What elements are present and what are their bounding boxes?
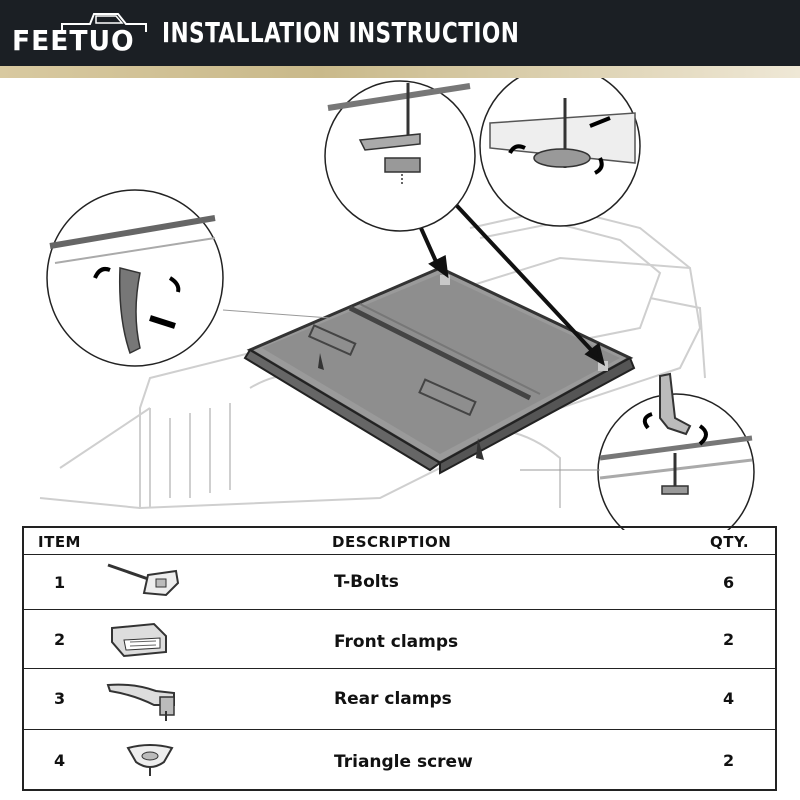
truck-outline bbox=[39, 206, 706, 510]
triangle-screw-icon bbox=[126, 744, 174, 776]
callout-bottom-right bbox=[520, 393, 755, 530]
installation-illustration bbox=[39, 78, 755, 530]
table-row: 1 T-Bolts 6 bbox=[24, 554, 775, 610]
item-number: 2 bbox=[54, 630, 66, 649]
item-number: 3 bbox=[54, 689, 66, 708]
callout-left bbox=[46, 189, 331, 367]
header-accent-band bbox=[0, 66, 800, 78]
table-row: 2 Front clamps 2 bbox=[24, 609, 775, 669]
parts-table: ITEM DESCRIPTION QTY. 1 T-Bolts 6 2 Fron… bbox=[22, 526, 777, 791]
item-number: 4 bbox=[54, 751, 66, 770]
item-quantity: 2 bbox=[723, 751, 735, 770]
item-description: T-Bolts bbox=[334, 572, 399, 592]
front-clamp-icon bbox=[111, 622, 167, 658]
table-row: 3 Rear clamps 4 bbox=[24, 668, 775, 730]
t-bolt-icon bbox=[107, 563, 180, 597]
item-quantity: 6 bbox=[723, 573, 735, 592]
column-header-qty: QTY. bbox=[710, 533, 750, 551]
callout-top-right bbox=[479, 78, 641, 227]
item-description: Front clamps bbox=[334, 632, 459, 652]
item-quantity: 2 bbox=[723, 630, 735, 649]
page-title: INSTALLATION INSTRUCTION bbox=[162, 16, 520, 49]
rear-clamp-icon bbox=[106, 683, 175, 721]
rear-clamp-detail bbox=[642, 372, 708, 446]
truck-logo-icon bbox=[61, 13, 147, 32]
table-header-row: ITEM DESCRIPTION QTY. bbox=[24, 528, 775, 554]
item-quantity: 4 bbox=[723, 689, 735, 708]
item-number: 1 bbox=[54, 573, 66, 592]
callout-top-left bbox=[324, 80, 476, 232]
brand-logo: FEETUO bbox=[12, 24, 135, 57]
item-description: Triangle screw bbox=[334, 752, 473, 772]
item-description: Rear clamps bbox=[334, 689, 452, 709]
table-row: 4 Triangle screw 2 bbox=[24, 729, 775, 790]
column-header-description: DESCRIPTION bbox=[332, 533, 452, 551]
tonneau-cover bbox=[243, 266, 636, 475]
column-header-item: ITEM bbox=[38, 533, 81, 551]
header-bar: FEETUO INSTALLATION INSTRUCTION bbox=[0, 0, 800, 66]
